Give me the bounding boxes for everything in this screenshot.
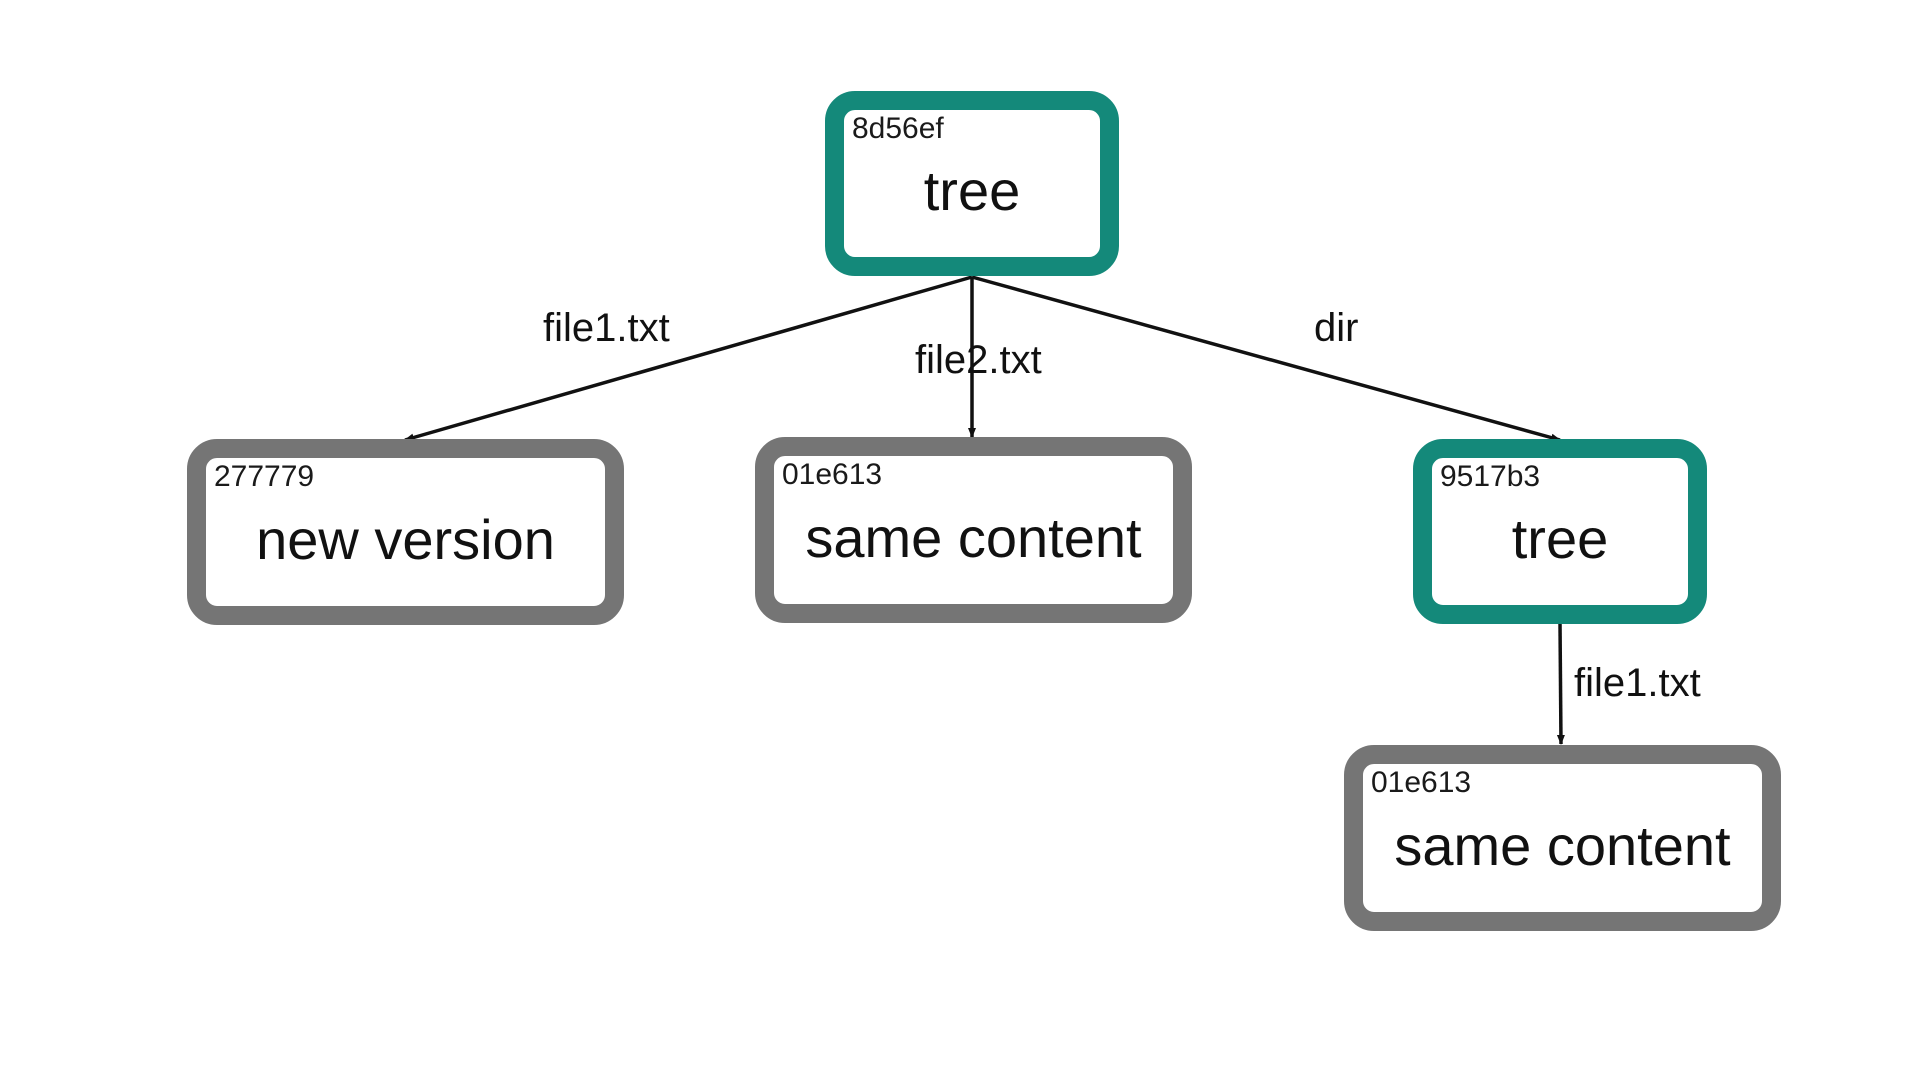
node-hash: 01e613 (782, 458, 883, 491)
edge-root-to-dir (971, 275, 1561, 442)
node-label: tree (1511, 507, 1609, 570)
tree-node-dir: 9517b3 tree (1413, 439, 1707, 624)
blob-node-dir-file1: 01e613 same content (1344, 745, 1781, 931)
tree-node-root: 8d56ef tree (825, 91, 1119, 276)
node-label: tree (923, 159, 1021, 222)
edge-label-dir-file1: file1.txt (1574, 661, 1701, 705)
node-hash: 01e613 (1371, 766, 1472, 799)
edge-dir-to-file1 (1556, 622, 1565, 745)
edge-label-file2: file2.txt (915, 338, 1042, 382)
edge-label-file1: file1.txt (543, 306, 670, 350)
blob-node-file2: 01e613 same content (755, 437, 1192, 623)
node-label: same content (805, 505, 1142, 569)
node-label: same content (1394, 813, 1731, 877)
edge-root-to-file1 (404, 275, 973, 442)
node-hash: 8d56ef (852, 112, 944, 145)
node-hash: 9517b3 (1440, 460, 1541, 493)
blob-node-file1: 277779 new version (187, 439, 624, 625)
node-label: new version (256, 507, 555, 571)
node-hash: 277779 (214, 460, 315, 493)
edge-label-dir: dir (1314, 306, 1359, 350)
